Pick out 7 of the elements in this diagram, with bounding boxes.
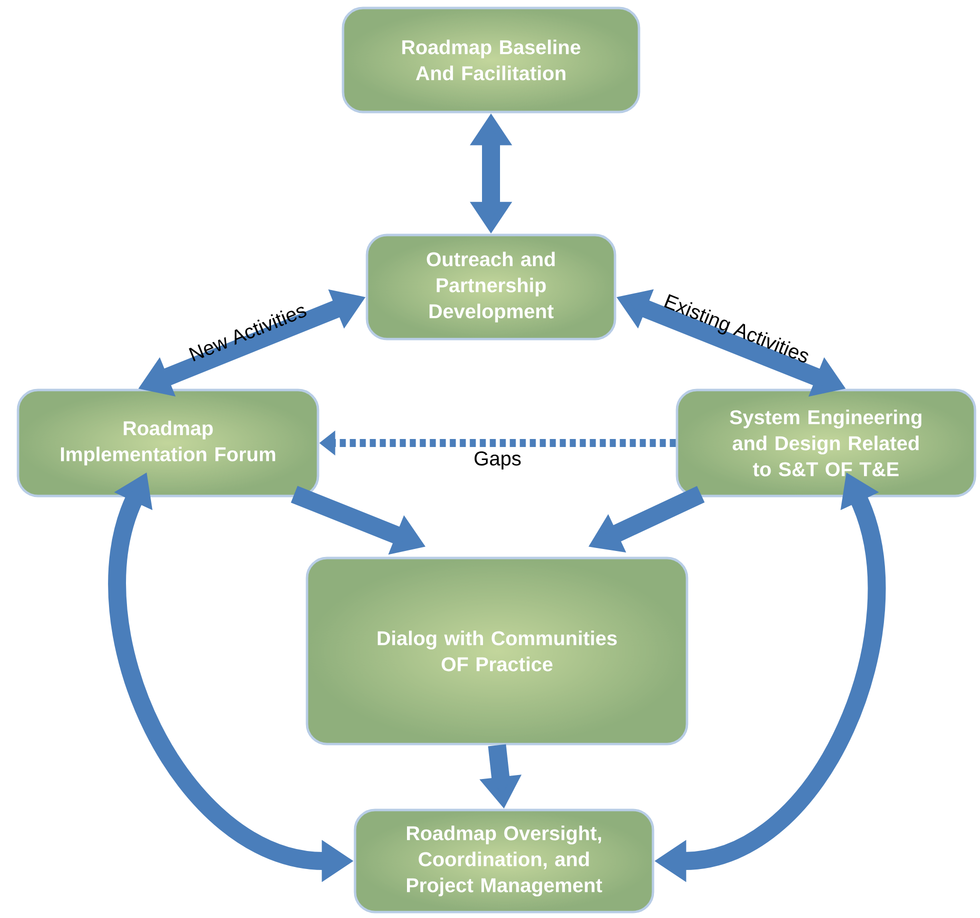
process-box: Roadmap Implementation Forum xyxy=(16,388,320,498)
process-box: Roadmap Baseline And Facilitation xyxy=(342,6,640,114)
process-box: System Engineering and Design Related to S&T OF T&E xyxy=(676,388,976,498)
edge-label: Gaps xyxy=(474,451,521,470)
process-box: Outreach and Partnership Development xyxy=(366,234,616,340)
process-box: Roadmap Oversight, Coordination, and Project Management xyxy=(354,808,654,914)
process-box: Dialog with Communities OF Practice xyxy=(306,556,688,746)
